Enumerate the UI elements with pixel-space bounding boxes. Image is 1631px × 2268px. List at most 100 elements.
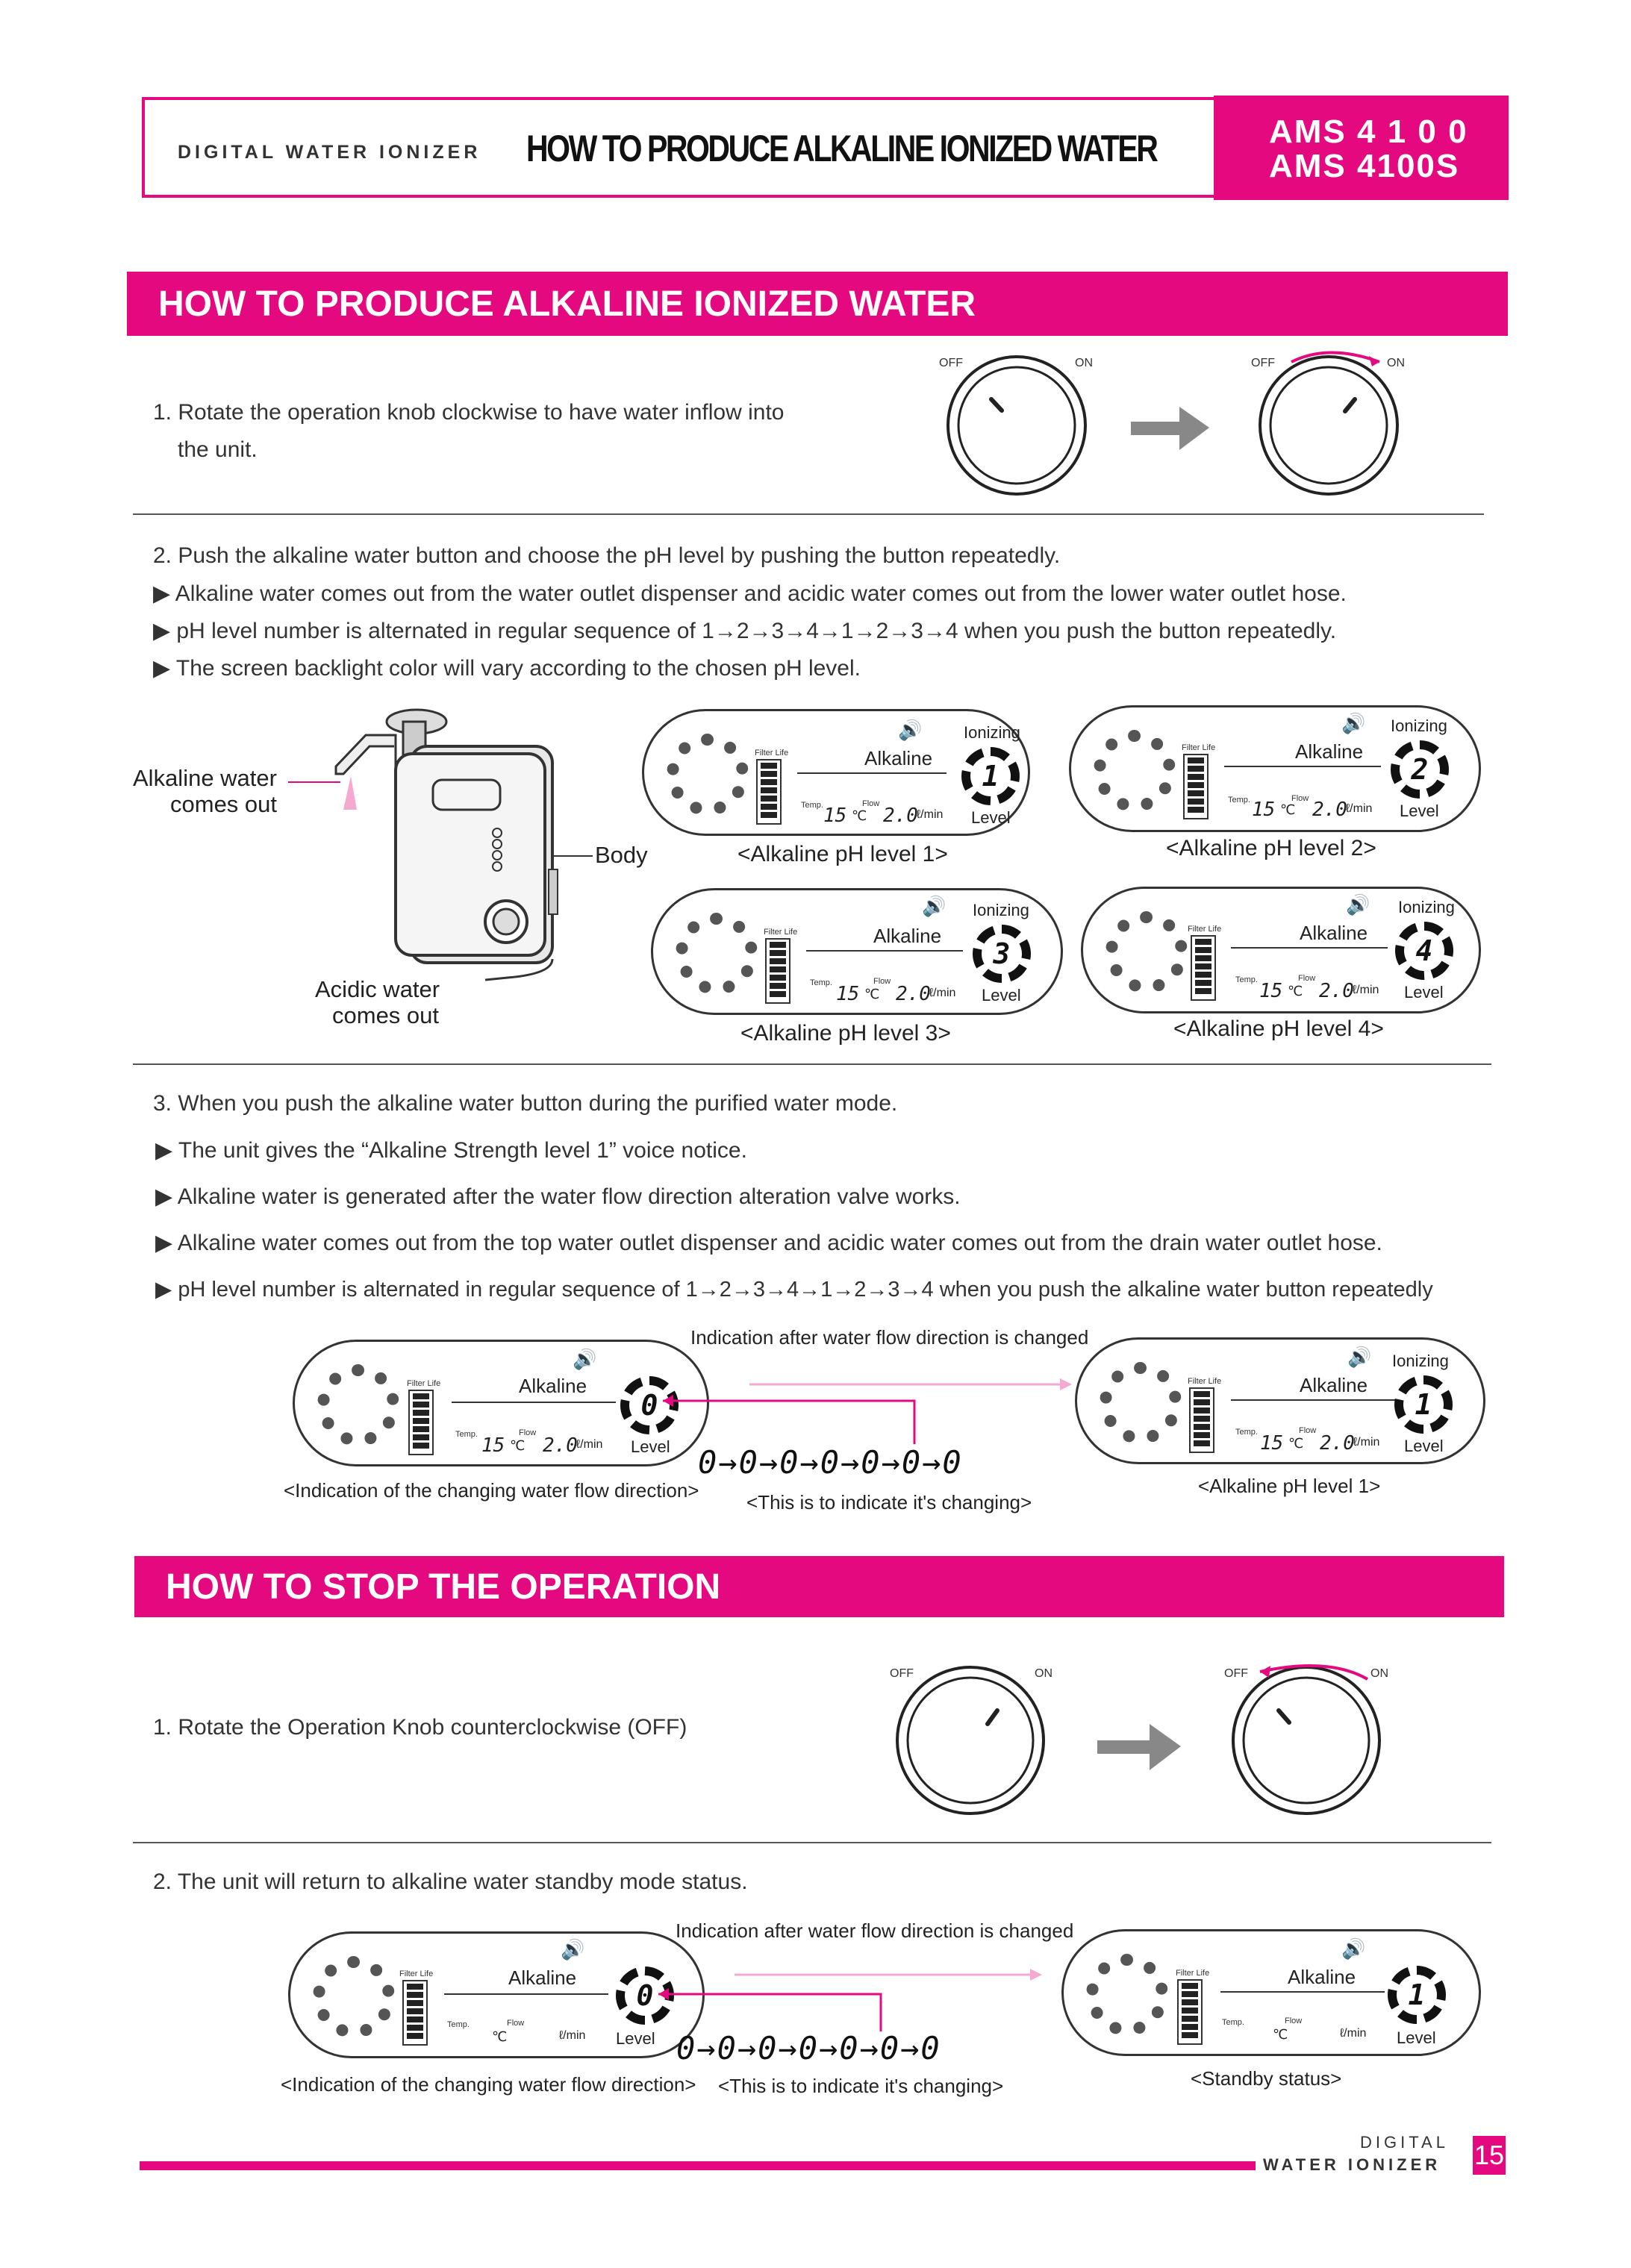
speaker-icon: 🔊 <box>1347 1346 1372 1368</box>
changing-sequence-caption: <This is to indicate it's changing> <box>746 1491 1032 1513</box>
knob-on-label: ON <box>1035 1667 1052 1680</box>
stop-changing-caption: <Indication of the changing water flow d… <box>281 2073 696 2096</box>
temp-label: Temp. <box>455 1430 478 1439</box>
filter-life-label: Filter Life <box>1176 1969 1210 1978</box>
alkaline-mode-label: Alkaline <box>1300 922 1368 944</box>
flow-change-caption: Indication after water flow direction is… <box>690 1326 1089 1349</box>
flow-ring-icon <box>667 734 749 816</box>
level-indicator: 1 <box>961 747 1020 805</box>
level-indicator: 3 <box>973 925 1031 983</box>
stop-step2-text: 2. The unit will return to alkaline wate… <box>153 1869 748 1894</box>
temp-unit: ℃ <box>864 987 880 1002</box>
level-label: Level <box>1400 802 1439 820</box>
flow-unit: ℓ/min <box>1340 2027 1367 2040</box>
filter-life-gauge <box>408 1390 434 1455</box>
panel-caption-4: <Alkaline pH level 4> <box>1173 1016 1384 1041</box>
alkaline-mode-label: Alkaline <box>1300 1374 1368 1396</box>
speaker-icon: 🔊 <box>1341 712 1366 734</box>
knob-on-icon <box>896 1666 1045 1815</box>
model-badge <box>1214 96 1509 200</box>
page-number: 15 <box>1473 2136 1506 2175</box>
step2-bullet-1: ▶ Alkaline water comes out from the wate… <box>153 581 1347 606</box>
lcd-panel-standby: Filter Life Alkaline Temp. ℃ Flow ℓ/min … <box>1061 1929 1481 2056</box>
flow-label: Flow <box>1298 974 1316 983</box>
flow-value: 2.0 <box>1319 980 1354 1002</box>
knob-off-label-2: OFF <box>1224 1667 1248 1680</box>
temp-label: Temp. <box>810 978 832 987</box>
flow-ring-icon <box>313 1956 395 2038</box>
flow-label: Flow <box>1291 794 1309 803</box>
alkaline-water-label: Alkaline water <box>133 765 277 791</box>
temp-value: 15 <box>1252 799 1276 821</box>
filter-life-gauge <box>1191 935 1216 1001</box>
header-title: HOW TO PRODUCE ALKALINE IONIZED WATER <box>526 128 1158 169</box>
speaker-icon: 🔊 <box>1346 893 1370 916</box>
knob-off-icon <box>947 355 1087 496</box>
filter-life-label: Filter Life <box>1182 743 1216 752</box>
lcd-panel-level-2: Filter Life Alkaline Temp. 15 ℃ Flow 2.0… <box>1069 705 1481 832</box>
body-label: Body <box>595 842 648 868</box>
section-title-produce: HOW TO PRODUCE ALKALINE IONIZED WATER <box>127 272 1508 336</box>
flow-value: 2.0 <box>543 1434 578 1457</box>
temp-label: Temp. <box>801 801 823 810</box>
panel-caption-1: <Alkaline pH level 1> <box>737 842 948 866</box>
footer-brand-1: DIGITAL <box>1360 2133 1449 2152</box>
knob-counterclockwise-diagram <box>896 1664 1381 1815</box>
changing-digit-sequence: 0→0→0→0→0→0→0 <box>698 1444 963 1481</box>
step2-bullet-2: ▶ pH level number is alternated in regul… <box>153 619 1337 643</box>
knob-off-label: OFF <box>939 357 963 369</box>
knob-clockwise-diagram <box>947 351 1399 496</box>
temp-label: Temp. <box>1222 2018 1244 2027</box>
alkaline-mode-label: Alkaline <box>1295 740 1364 763</box>
filter-life-label: Filter Life <box>407 1379 441 1388</box>
step1-text: 1. Rotate the operation knob clockwise t… <box>153 400 785 425</box>
temp-label: Temp. <box>1228 796 1250 805</box>
flow-label: Flow <box>519 1428 537 1437</box>
temp-value: 15 <box>823 805 847 827</box>
knob-off-label: OFF <box>890 1667 914 1680</box>
lcd-panel-level-4: Filter Life Alkaline Temp. 15 ℃ Flow 2.0… <box>1081 887 1481 1013</box>
filter-life-gauge <box>1183 754 1209 819</box>
level-indicator: 1 <box>1388 1966 1446 2024</box>
arrow-right-icon <box>1131 407 1209 450</box>
header-brand: DIGITAL WATER IONIZER <box>178 142 481 163</box>
level-label: Level <box>1397 2028 1436 2047</box>
divider <box>1220 1991 1385 1993</box>
level-label: Level <box>1404 983 1444 1002</box>
filter-life-gauge <box>1189 1387 1214 1453</box>
filter-life-gauge <box>1177 1979 1203 2045</box>
arrow-right-icon <box>1097 1724 1181 1770</box>
flow-unit: ℓ/min <box>1346 802 1373 815</box>
acidic-water-label-cont: comes out <box>332 1002 440 1028</box>
section-title-stop: HOW TO STOP THE OPERATION <box>134 1556 1504 1617</box>
flow-label: Flow <box>1285 2016 1303 2025</box>
temp-unit: ℃ <box>510 1438 526 1453</box>
lcd-panel-stop-changing: Filter Life Alkaline Temp. ℃ Flow ℓ/min … <box>288 1931 705 2058</box>
divider <box>806 950 963 952</box>
ionizing-label: Ionizing <box>1392 1352 1449 1370</box>
knob-on-label-2: ON <box>1387 357 1405 369</box>
stop-changing-digit-sequence: 0→0→0→0→0→0→0 <box>676 2030 941 2066</box>
flow-unit: ℓ/min <box>559 2029 586 2042</box>
flow-value: 2.0 <box>1312 799 1347 821</box>
flow-unit: ℓ/min <box>1353 1436 1380 1449</box>
acidic-water-label: Acidic water <box>315 976 440 1002</box>
filter-life-gauge <box>756 759 782 825</box>
step2-text: 2. Push the alkaline water button and ch… <box>153 543 1061 568</box>
temp-unit: ℃ <box>492 2029 508 2044</box>
alkaline-mode-label: Alkaline <box>1288 1966 1356 1988</box>
flow-unit: ℓ/min <box>929 987 956 999</box>
temp-value: 15 <box>481 1434 505 1457</box>
flow-label: Flow <box>1299 1426 1317 1435</box>
temp-label: Temp. <box>1235 1428 1258 1437</box>
knob-on-label: ON <box>1075 357 1093 369</box>
alkaline-mode-label: Alkaline <box>864 747 933 769</box>
alkaline-water-label-cont: comes out <box>170 791 278 817</box>
temp-value: 15 <box>836 983 860 1005</box>
leader-line <box>288 781 340 783</box>
flow-value: 2.0 <box>896 983 931 1005</box>
knob-on-icon <box>1259 351 1399 496</box>
flow-label: Flow <box>873 977 891 986</box>
lcd-panel-level-1: Filter Life Alkaline Temp. 15 ℃ Flow 2.0… <box>642 709 1030 836</box>
flow-ring-icon <box>676 913 758 995</box>
